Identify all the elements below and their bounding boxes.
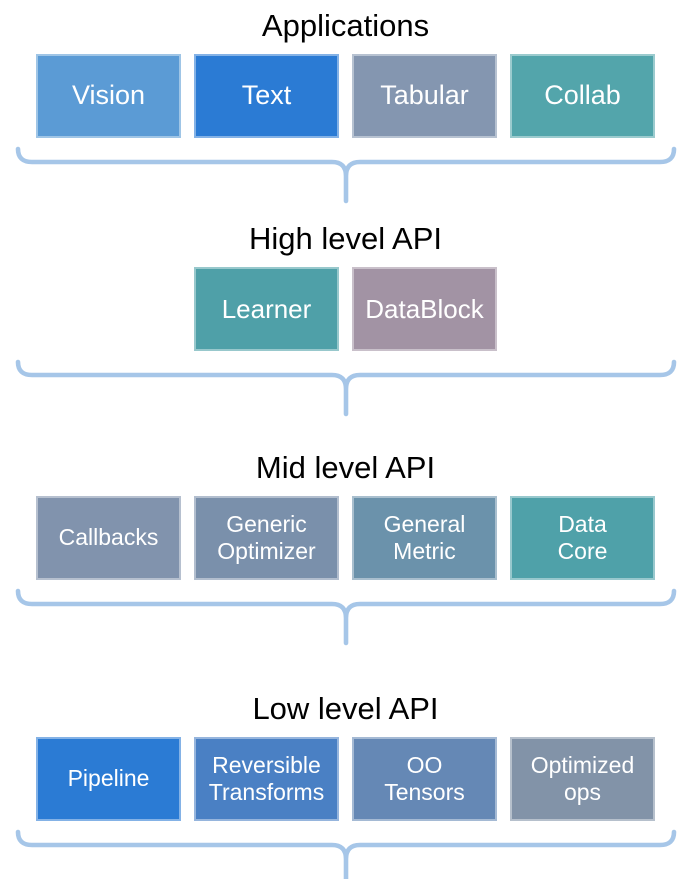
box-row-mid-level: Callbacks Generic Optimizer General Metr… [36, 496, 655, 580]
box-row-low-level: Pipeline Reversible Transforms OO Tensor… [36, 737, 655, 821]
curly-brace-high-level-api [15, 359, 676, 417]
box-pipeline: Pipeline [36, 737, 181, 821]
section-title-applications: Applications [261, 8, 430, 43]
section-title-mid-level-api: Mid level API [255, 450, 436, 485]
section-mid-level-api: Mid level API Callbacks Generic Optimize… [15, 447, 677, 646]
box-reversible-transforms: Reversible Transforms [194, 737, 339, 821]
box-learner: Learner [194, 267, 339, 351]
section-applications: Applications Vision Text Tabular Collab [15, 5, 677, 204]
box-data-core: Data Core [510, 496, 655, 580]
curly-brace-applications [15, 146, 676, 204]
box-datablock: DataBlock [352, 267, 497, 351]
curly-brace-low-level-api [15, 829, 676, 879]
box-oo-tensors: OO Tensors [352, 737, 497, 821]
box-text: Text [194, 54, 339, 138]
section-title-low-level-api: Low level API [252, 691, 439, 726]
box-callbacks: Callbacks [36, 496, 181, 580]
box-vision: Vision [36, 54, 181, 138]
box-general-metric: General Metric [352, 496, 497, 580]
section-high-level-api: High level API Learner DataBlock [15, 218, 677, 417]
curly-brace-mid-level-api [15, 588, 676, 646]
box-optimized-ops: Optimized ops [510, 737, 655, 821]
section-low-level-api: Low level API Pipeline Reversible Transf… [15, 688, 677, 879]
box-generic-optimizer: Generic Optimizer [194, 496, 339, 580]
box-collab: Collab [510, 54, 655, 138]
box-row-applications: Vision Text Tabular Collab [36, 54, 655, 138]
section-title-high-level-api: High level API [249, 221, 442, 256]
box-row-high-level: Learner DataBlock [194, 267, 497, 351]
box-tabular: Tabular [352, 54, 497, 138]
